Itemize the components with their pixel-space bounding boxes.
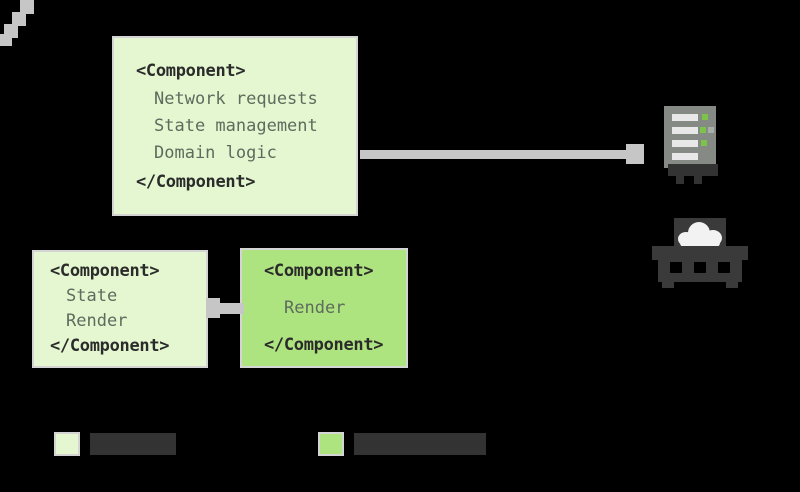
server-drive-bay [672,153,698,160]
component-close-tag: </Component> [264,334,384,355]
cloud-icon [678,222,722,247]
server-led-indicator [700,127,706,133]
component-box-state[interactable]: <Component> State Render </Component> [32,250,208,368]
connector-main-to-server [360,150,632,159]
component-line-render: Render [284,297,346,318]
component-open-tag: <Component> [264,260,374,281]
component-line-state: State [66,286,118,306]
component-open-tag: <Component> [50,261,160,281]
legend-label [354,433,487,455]
component-close-tag: </Component> [50,336,170,356]
component-line-render: Render [66,311,128,331]
server-drive-bay [672,114,698,121]
component-open-tag: <Component> [136,60,246,81]
component-line-state-management: State management [154,115,318,136]
component-box-render[interactable]: <Component> Render </Component> [240,248,408,368]
server-drive-bay [672,140,698,147]
cloud-base [680,238,720,247]
legend-label [90,433,176,455]
server-rack-icon [660,106,726,184]
platform-leg [726,280,738,288]
legend-swatch [54,432,80,456]
component-line-domain-logic: Domain logic [154,142,277,163]
connector-main-to-state [0,0,34,48]
server-led-indicator-dim [708,127,714,133]
legend-item-dark [318,432,487,456]
connector-segment [20,0,34,14]
arrowhead-main-to-server [626,144,644,164]
platform-slot [670,262,682,273]
arrowhead-render-to-state [206,298,220,318]
platform-slot [718,262,730,273]
server-drive-bay [672,127,698,134]
platform-leg [662,280,674,288]
connector-segment [12,12,26,26]
arrowhead-main-to-state [0,34,12,46]
server-base [668,164,718,176]
connector-render-to-state [206,303,244,314]
platform-slot [694,262,706,273]
platform-deck [652,246,748,260]
server-leg [676,174,684,184]
cloud-platform-icon [652,218,748,288]
legend-swatch [318,432,344,456]
server-led-indicator [702,114,708,120]
legend-item-light [54,432,176,456]
server-led-indicator [701,140,707,146]
component-line-network-requests: Network requests [154,88,318,109]
component-close-tag: </Component> [136,171,256,192]
component-box-main[interactable]: <Component> Network requests State manag… [112,36,358,216]
server-leg [694,174,702,184]
